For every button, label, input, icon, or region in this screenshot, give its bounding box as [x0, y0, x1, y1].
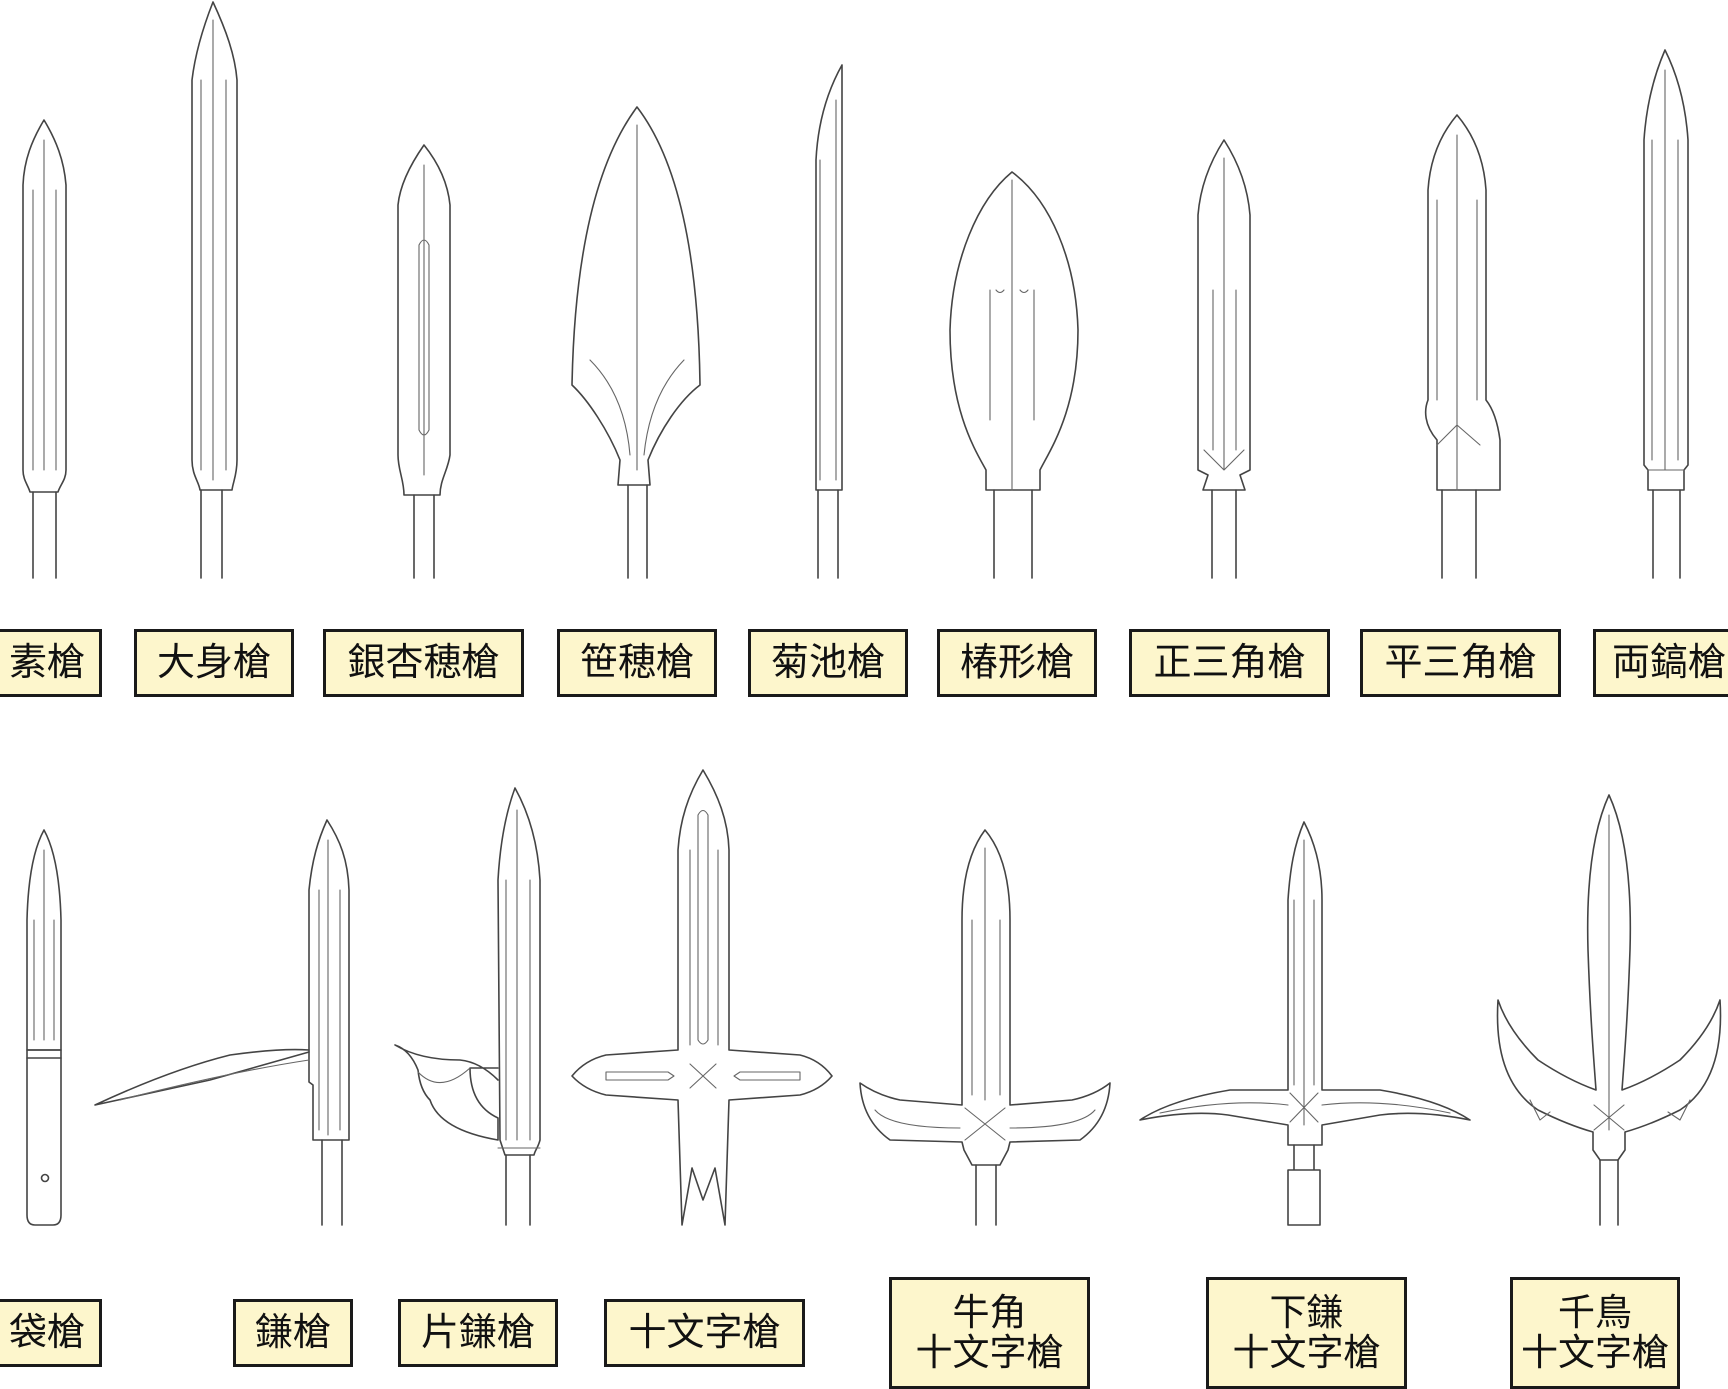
- ryoshinogi-yari-drawing: [1643, 49, 1689, 579]
- label-text: 両鎬槍: [1612, 640, 1727, 685]
- label-sei-sankaku-yari: 正三角槍: [1129, 629, 1330, 697]
- ichoho-yari-drawing: [397, 144, 451, 579]
- label-tsubaki-yari: 椿形槍: [937, 629, 1097, 697]
- label-sasaho-yari: 笹穂槍: [557, 629, 717, 697]
- label-text: 平三角槍: [1384, 640, 1537, 685]
- label-text: 素槍: [8, 640, 85, 685]
- label-hira-sankaku-yari: 平三角槍: [1360, 629, 1561, 697]
- label-jumonji-yari: 十文字槍: [604, 1299, 805, 1367]
- label-line1: 下鎌: [1269, 1291, 1344, 1335]
- kikuchi-yari-drawing: [815, 64, 843, 579]
- katakama-yari-drawing: [394, 787, 541, 1226]
- label-line2: 十文字槍: [915, 1331, 1064, 1374]
- kama-yari-drawing: [94, 819, 350, 1226]
- label-line2: 十文字槍: [1521, 1331, 1669, 1374]
- gyukaku-jumonji-yari-drawing: [859, 829, 1111, 1226]
- label-ryoshinogi-yari: 両鎬槍: [1593, 629, 1728, 697]
- label-ichoho-yari: 銀杏穂槍: [323, 629, 524, 697]
- label-text: 椿形槍: [959, 640, 1074, 685]
- omi-yari-drawing: [191, 1, 238, 579]
- hira-sankaku-yari-drawing: [1424, 114, 1501, 579]
- label-katakama-yari: 片鎌槍: [398, 1299, 558, 1367]
- label-text: 鎌槍: [254, 1310, 331, 1355]
- label-line1: 千鳥: [1558, 1291, 1632, 1335]
- fukuro-yari-drawing: [26, 829, 62, 1226]
- label-text: 菊池槍: [770, 640, 885, 685]
- sasaho-yari-drawing: [571, 106, 701, 579]
- label-kikuchi-yari: 菊池槍: [748, 629, 908, 697]
- label-text: 銀杏穂槍: [347, 640, 500, 685]
- chidori-jumonji-yari-drawing: [1496, 794, 1722, 1226]
- label-omi-yari: 大身槍: [134, 629, 294, 697]
- label-text: 十文字槍: [628, 1310, 781, 1355]
- label-fukuro-yari: 袋槍: [0, 1299, 102, 1367]
- jumonji-yari-drawing: [571, 769, 833, 1226]
- label-text: 大身槍: [156, 640, 271, 685]
- label-line2: 十文字槍: [1232, 1331, 1381, 1374]
- label-text: 正三角槍: [1153, 640, 1306, 685]
- su-yari-drawing: [22, 119, 67, 579]
- label-text: 片鎌槍: [420, 1310, 535, 1355]
- label-gyukaku-jumonji-yari: 牛角 十文字槍: [889, 1277, 1090, 1389]
- label-text: 袋槍: [8, 1310, 85, 1355]
- label-text: 笹穂槍: [579, 640, 694, 685]
- sei-sankaku-yari-drawing: [1197, 139, 1251, 579]
- tsubaki-yari-drawing: [949, 171, 1079, 579]
- label-kama-yari: 鎌槍: [233, 1299, 353, 1367]
- label-su-yari: 素槍: [0, 629, 102, 697]
- label-chidori-jumonji-yari: 千鳥 十文字槍: [1510, 1277, 1680, 1389]
- label-line1: 牛角: [952, 1291, 1027, 1335]
- label-shimokama-jumonji-yari: 下鎌 十文字槍: [1206, 1277, 1407, 1389]
- shimokama-jumonji-yari-drawing: [1139, 821, 1471, 1226]
